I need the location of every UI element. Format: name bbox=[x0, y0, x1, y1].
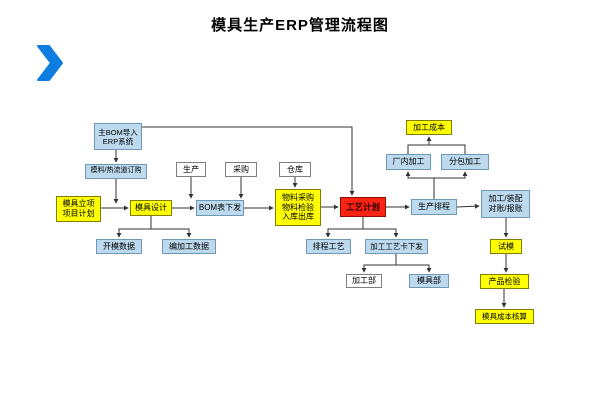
node-production: 生产 bbox=[176, 162, 206, 177]
node-prod-schedule: 生产排程 bbox=[411, 199, 457, 215]
node-warehouse: 仓库 bbox=[279, 162, 311, 177]
node-material-flow: 物料采购 物料检验 入库出库 bbox=[275, 189, 321, 226]
node-process-card: 加工工艺卡下发 bbox=[365, 239, 428, 254]
edge-design-split-right bbox=[151, 228, 192, 238]
edge-card-split-left bbox=[361, 254, 397, 273]
edge-inhouse-up-to-cost bbox=[407, 136, 432, 154]
node-mold-data: 开模数据 bbox=[96, 239, 142, 254]
edge-card-split-right bbox=[396, 264, 432, 273]
node-process-plan: 工艺计划 bbox=[340, 197, 386, 217]
edge-schedule-up-right bbox=[434, 171, 468, 179]
edge-schedule-up-left bbox=[405, 171, 435, 199]
node-mold-design: 模具设计 bbox=[130, 200, 172, 216]
edge-bom-to-process-plan bbox=[142, 126, 355, 196]
node-processing-cost: 加工成本 bbox=[406, 120, 452, 135]
edge-design-split-left bbox=[116, 216, 152, 238]
node-assembly: 加工/装配 对账/报账 bbox=[481, 190, 530, 218]
edge-schedule-to-assembly bbox=[456, 203, 480, 209]
node-machining-data: 编加工数据 bbox=[162, 239, 216, 254]
node-machining-dept: 加工部 bbox=[346, 274, 382, 288]
diagram-title: 模具生产ERP管理流程图 bbox=[211, 17, 389, 34]
edge-plan-split-left bbox=[325, 217, 364, 238]
edge-plan-split-right bbox=[363, 228, 399, 238]
node-subcontract: 分包加工 bbox=[441, 154, 489, 170]
edge-subcontract-up bbox=[429, 144, 466, 154]
node-mold-dept: 模具部 bbox=[409, 274, 449, 288]
node-cost-account: 模具成本核算 bbox=[475, 309, 534, 324]
node-bom-issue: BOM表下发 bbox=[196, 200, 244, 216]
node-mold-trial: 试模 bbox=[490, 239, 522, 254]
node-main-bom: 主BOM导入 ERP系统 bbox=[94, 123, 142, 150]
chevron-icon bbox=[37, 45, 63, 81]
node-material-order: 模料/热流道订购 bbox=[85, 164, 147, 179]
chevron-shape bbox=[37, 45, 63, 81]
node-purchasing: 采购 bbox=[225, 162, 257, 177]
node-project-init: 模具立项 项目计划 bbox=[56, 196, 101, 222]
node-schedule-process: 排程工艺 bbox=[306, 239, 351, 254]
node-inhouse: 厂内加工 bbox=[386, 154, 431, 170]
node-product-inspect: 产品检验 bbox=[480, 274, 529, 289]
